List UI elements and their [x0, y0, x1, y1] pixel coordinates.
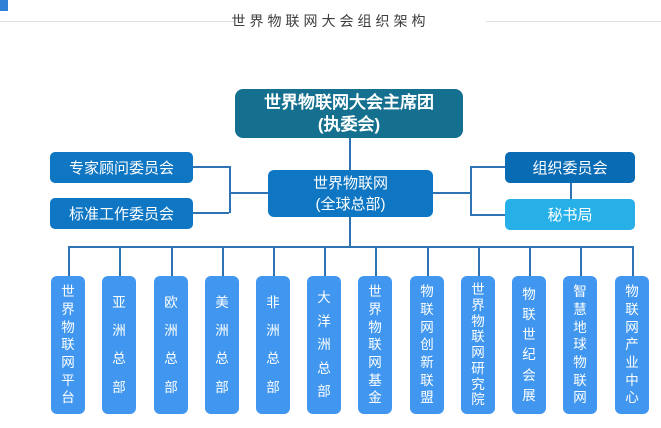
node-secretariat: 秘书局	[505, 199, 635, 230]
node-presidium-line2: (执委会)	[317, 114, 381, 134]
connector-drop-5	[273, 246, 275, 276]
branch-oceania-hq: 大洋洲总部	[307, 276, 341, 414]
connector-drop-3	[171, 246, 173, 276]
connector-right-bracket	[470, 166, 472, 215]
connector-drop-12	[632, 246, 634, 276]
node-expert-advisory-committee: 专家顾问委员会	[50, 152, 193, 183]
connector-drop-10	[529, 246, 531, 276]
node-standards-label: 标准工作委员会	[68, 206, 174, 223]
connector-organizing-stub	[470, 166, 505, 168]
connector-secretariat-stub	[470, 214, 505, 216]
node-standards-committee: 标准工作委员会	[50, 198, 193, 229]
connector-drop-9	[478, 246, 480, 276]
connector-standards-stub	[193, 212, 229, 214]
node-organizing-committee: 组织委员会	[505, 152, 635, 183]
connector-bus	[68, 246, 632, 248]
node-secretariat-label: 秘书局	[547, 207, 593, 224]
node-expert-advisory-label: 专家顾问委员会	[68, 160, 174, 177]
node-organizing-label: 组织委员会	[532, 160, 608, 177]
branch-world-iot-platform: 世界物联网平台	[51, 276, 85, 414]
node-global-hq-line1: 世界物联网	[312, 174, 388, 192]
branch-world-iot-research-institute: 世界物联网研究院	[461, 276, 495, 414]
page-title: 世界物联网大会组织架构	[231, 13, 430, 29]
connector-drop-11	[580, 246, 582, 276]
connector-drop-7	[375, 246, 377, 276]
branch-world-iot-fund: 世界物联网基金	[358, 276, 392, 414]
node-presidium: 世界物联网大会主席团 (执委会)	[235, 89, 463, 138]
connector-drop-4	[222, 246, 224, 276]
connector-left-bracket	[229, 166, 231, 213]
branch-smart-earth-iot: 智慧地球物联网	[563, 276, 597, 414]
connector-drop-8	[427, 246, 429, 276]
connector-organizing-to-secretariat	[570, 183, 572, 199]
branch-iot-innovation-alliance: 物联网创新联盟	[410, 276, 444, 414]
branch-iot-industry-center: 物联网产业中心	[615, 276, 649, 414]
branch-asia-hq: 亚洲总部	[102, 276, 136, 414]
connector-hq-to-bus	[349, 217, 351, 246]
connector-hq-to-right	[433, 192, 470, 194]
connector-drop-1	[68, 246, 70, 276]
node-presidium-line1: 世界物联网大会主席团	[264, 92, 434, 112]
title-rule-right	[486, 21, 661, 22]
node-global-hq: 世界物联网 (全球总部)	[268, 170, 433, 217]
connector-advisory-stub	[193, 166, 229, 168]
connector-drop-2	[119, 246, 121, 276]
branch-africa-hq: 非洲总部	[256, 276, 290, 414]
connector-root-to-hq	[349, 138, 351, 170]
connector-drop-6	[324, 246, 326, 276]
branch-europe-hq: 欧洲总部	[154, 276, 188, 414]
title-rule-left	[0, 21, 235, 22]
corner-artifact	[0, 0, 8, 11]
branch-iot-century-exhibition: 物联世纪会展	[512, 276, 546, 414]
node-global-hq-line2: (全球总部)	[315, 195, 386, 213]
connector-left-to-hq	[229, 192, 268, 194]
branch-americas-hq: 美洲总部	[205, 276, 239, 414]
